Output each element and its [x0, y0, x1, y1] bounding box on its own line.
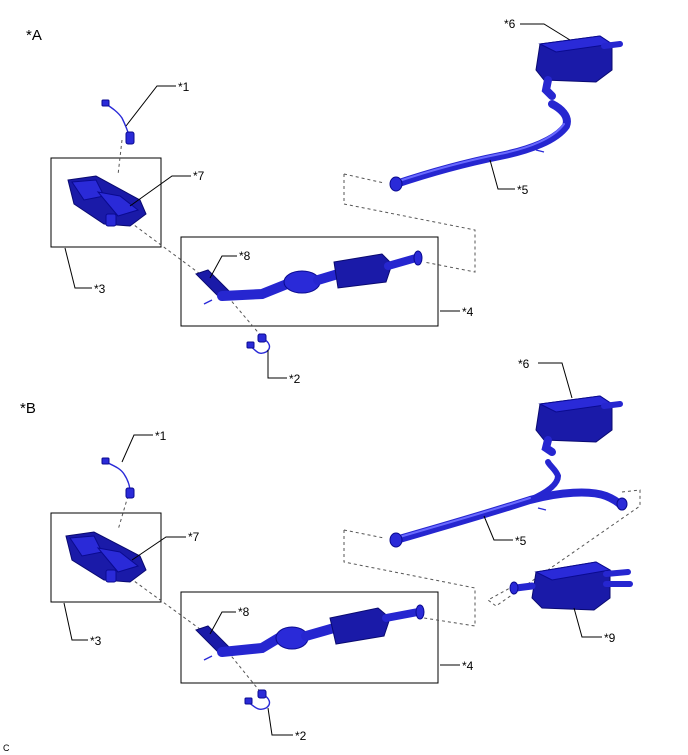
sensor2-guide-b	[227, 651, 263, 695]
tailpipe-muffler-a	[535, 35, 623, 100]
oxygen-sensor-2-a	[246, 333, 271, 355]
callout-2-a: *2	[289, 372, 301, 386]
leader-1-b	[121, 434, 153, 463]
callout-1-b: *1	[155, 429, 167, 443]
leader-6-b	[538, 362, 573, 399]
leader-8-b	[209, 611, 236, 635]
callout-9-b: *9	[604, 631, 616, 645]
section-a: *A	[26, 17, 623, 386]
leader-3-a	[64, 247, 92, 289]
leader-7-a	[129, 175, 191, 207]
callout-8-a: *8	[239, 249, 251, 263]
callout-8-b: *8	[238, 605, 250, 619]
leader-8-a	[209, 255, 237, 279]
callout-4-a: *4	[462, 305, 474, 319]
center-pipe-a	[389, 100, 571, 192]
leader-5-b	[483, 515, 513, 541]
leader-2-a	[267, 350, 287, 379]
sensor2-guide-a	[227, 296, 263, 338]
pipe5-guide-top-b	[343, 529, 385, 539]
pipe5-guide-a	[343, 174, 476, 273]
section-a-label: *A	[26, 27, 42, 44]
front-pipe-converter-b	[195, 604, 425, 661]
leader-1-a	[125, 85, 176, 127]
front-pipe-converter-a	[195, 250, 423, 305]
converter-box-b	[180, 591, 439, 684]
leader-7-b	[131, 536, 186, 561]
callout-1-a: *1	[178, 80, 190, 94]
leader-5-a	[489, 159, 515, 190]
tailpipe-muffler-b	[535, 395, 623, 456]
oxygen-sensor-1-a	[101, 99, 135, 145]
leader-3-b	[63, 602, 88, 641]
callout-6-b: *6	[518, 357, 530, 371]
callout-7-a: *7	[193, 169, 205, 183]
exhaust-manifold-a	[67, 175, 147, 227]
callout-3-a: *3	[94, 282, 106, 296]
callout-3-b: *3	[90, 634, 102, 648]
section-b: *B	[20, 357, 641, 743]
pipe5-guide-top-a	[343, 173, 385, 184]
callout-6-a: *6	[504, 17, 516, 31]
manifold-box-b	[50, 512, 162, 603]
callout-2-b: *2	[295, 729, 307, 743]
callout-5-b: *5	[515, 534, 527, 548]
converter-box-a	[180, 236, 439, 327]
leader-2-b	[267, 707, 293, 736]
leader-9-b	[573, 607, 602, 638]
callout-5-a: *5	[517, 183, 529, 197]
sub-muffler-b	[509, 561, 633, 611]
pipe9-guide-b	[487, 489, 641, 607]
callout-7-b: *7	[188, 530, 200, 544]
callout-4-b: *4	[462, 659, 474, 673]
center-pipe-b	[389, 459, 628, 548]
exhaust-manifold-b	[65, 531, 147, 583]
manifold-box-a	[50, 157, 162, 248]
leader-6-a	[520, 23, 571, 41]
oxygen-sensor-1-b	[101, 457, 135, 499]
oxygen-sensor-2-b	[244, 689, 271, 711]
figure-code: C	[3, 743, 10, 753]
section-b-label: *B	[20, 400, 36, 417]
